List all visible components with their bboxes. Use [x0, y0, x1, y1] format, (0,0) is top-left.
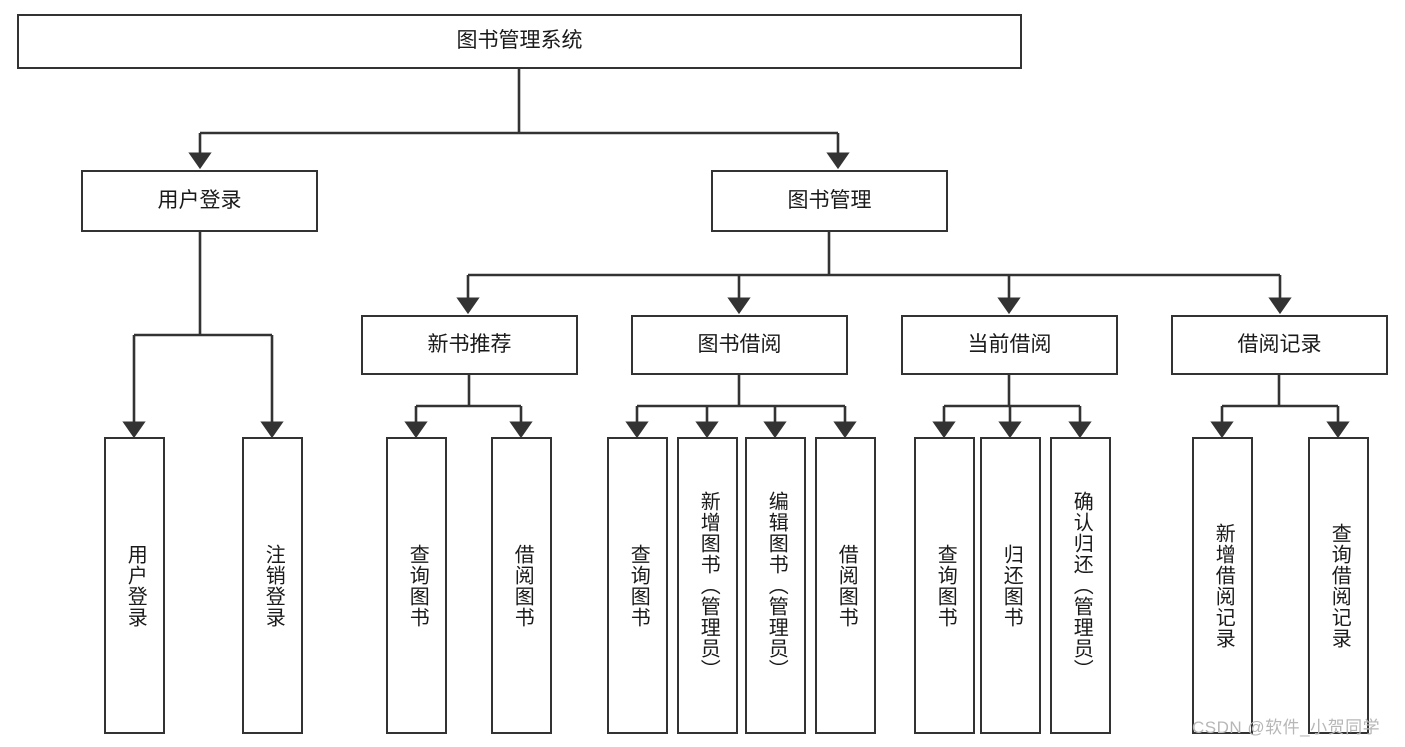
leaf-borrow-record-add[interactable]: 新增借阅记录	[1192, 437, 1253, 734]
csdn-watermark: CSDN @软件_小贺同学	[1192, 718, 1381, 737]
node-label: 图书借阅	[697, 332, 782, 356]
leaf-borrow-record-query[interactable]: 查询借阅记录	[1308, 437, 1369, 734]
node-label: 查询图书	[406, 543, 429, 628]
leaf-book-borrow-lend[interactable]: 借阅图书	[815, 437, 876, 734]
node-label: 确认归还（管理员）	[1070, 491, 1093, 680]
leaf-current-borrow-confirm-return[interactable]: 确认归还（管理员）	[1050, 437, 1111, 734]
node-label: 借阅图书	[511, 543, 534, 628]
node-root-system[interactable]: 图书管理系统	[17, 14, 1022, 69]
node-label: 新增借阅记录	[1212, 522, 1235, 649]
leaf-book-borrow-query[interactable]: 查询图书	[607, 437, 668, 734]
node-label: 图书管理	[787, 188, 872, 212]
leaf-new-book-borrow[interactable]: 借阅图书	[491, 437, 552, 734]
leaf-user-login-signout[interactable]: 注销登录	[242, 437, 303, 734]
node-new-book-recommend[interactable]: 新书推荐	[361, 315, 578, 375]
node-book-management[interactable]: 图书管理	[711, 170, 948, 232]
leaf-user-login-signin[interactable]: 用户登录	[104, 437, 165, 734]
leaf-new-book-query[interactable]: 查询图书	[386, 437, 447, 734]
node-current-borrow[interactable]: 当前借阅	[901, 315, 1118, 375]
leaf-book-borrow-edit[interactable]: 编辑图书（管理员）	[745, 437, 806, 734]
node-label: 查询图书	[627, 543, 650, 628]
node-label: 当前借阅	[967, 332, 1052, 356]
node-book-borrow[interactable]: 图书借阅	[631, 315, 848, 375]
leaf-current-borrow-return[interactable]: 归还图书	[980, 437, 1041, 734]
node-label: 新书推荐	[427, 332, 512, 356]
node-label: 新增图书（管理员）	[697, 491, 720, 680]
node-label: 注销登录	[262, 543, 285, 628]
node-label: 用户登录	[124, 543, 147, 628]
node-label: 图书管理系统	[456, 29, 583, 53]
node-label: 编辑图书（管理员）	[765, 491, 788, 680]
node-label: 归还图书	[1000, 543, 1023, 628]
node-label: 借阅图书	[835, 543, 858, 628]
leaf-book-borrow-add[interactable]: 新增图书（管理员）	[677, 437, 738, 734]
node-user-login[interactable]: 用户登录	[81, 170, 318, 232]
node-borrow-record[interactable]: 借阅记录	[1171, 315, 1388, 375]
node-label: 查询借阅记录	[1328, 522, 1351, 649]
node-label: 借阅记录	[1237, 332, 1322, 356]
leaf-current-borrow-query[interactable]: 查询图书	[914, 437, 975, 734]
node-label: 查询图书	[934, 543, 957, 628]
node-label: 用户登录	[157, 188, 242, 212]
